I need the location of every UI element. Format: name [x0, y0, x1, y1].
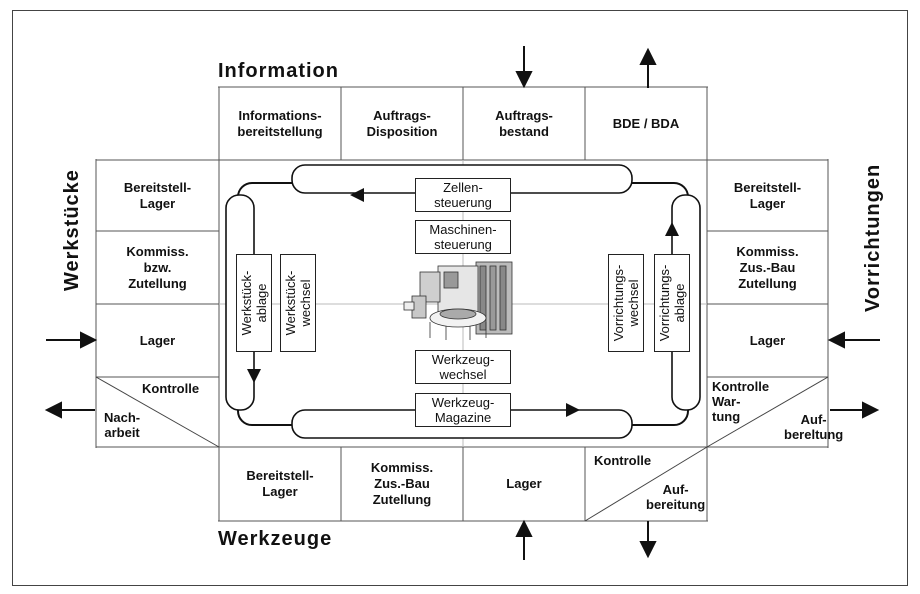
- label-werkstueck-kontrolle: Kontrolle: [142, 381, 200, 396]
- label-vorrichtung-aufbereitung: Auf- bereltung: [784, 412, 844, 442]
- section-information: Information: [218, 60, 339, 82]
- cell-werkstueck-bereitstelllager: Bereitstell- Lager: [123, 179, 192, 211]
- cell-werkzeug-lager: Lager: [506, 476, 542, 491]
- label-werkstueck-nacharbeit: Nach- arbeit: [104, 410, 141, 440]
- cell-informationsbereitstellung: Informations- bereitstellung: [237, 107, 323, 139]
- label-vorrichtungswechsel: Vorrichtungs- wechsel: [611, 264, 641, 342]
- cell-vorrichtung-bereitstelllager: Bereitstell- Lager: [733, 179, 802, 211]
- label-vorrichtung-kontrolle-wartung: Kontrolle War- tung: [712, 379, 770, 424]
- flow-right-arrow: [566, 403, 580, 417]
- box-zellensteuerung: Zellen- steuerung: [415, 178, 511, 212]
- flow-down-arrow: [247, 369, 261, 383]
- cell-auftragsbestand: Auftrags- bestand: [495, 107, 553, 139]
- label-werkzeug-kontrolle: Kontrolle: [594, 453, 652, 468]
- box-werkzeugmagazine: Werkzeug- Magazine: [415, 393, 511, 427]
- section-werkstuecke: Werkstücke: [61, 169, 83, 291]
- box-vorrichtungswechsel: Vorrichtungs- wechsel: [608, 254, 644, 352]
- box-maschinensteuerung: Maschinen- steuerung: [415, 220, 511, 254]
- box-werkstueckwechsel: Werkstück- wechsel: [280, 254, 316, 352]
- label-vorrichtungsablage: Vorrichtungs- ablage: [657, 264, 687, 342]
- machining-cell-icon: [403, 261, 513, 340]
- cell-vorrichtung-lager: Lager: [749, 332, 786, 348]
- cell-werkzeug-bereitstelllager: Bereitstell- Lager: [246, 468, 314, 499]
- flow-up-arrow: [665, 222, 679, 236]
- left-split-diagonal: [95, 376, 220, 448]
- section-werkzeuge: Werkzeuge: [218, 528, 333, 550]
- section-vorrichtungen: Vorrichtungen: [862, 163, 884, 312]
- flow-left-arrow: [350, 188, 364, 202]
- label-werkstueckablage: Werkstück- ablage: [239, 270, 269, 336]
- cell-auftragsdisposition: Auftrags- Disposition: [366, 107, 438, 139]
- cell-werkstueck-kommissionierung: Kommiss. bzw. Zutellung: [126, 243, 189, 291]
- cell-werkzeug-kommissionierung: Kommiss. Zus.-Bau Zutellung: [370, 460, 434, 507]
- label-werkstueckwechsel: Werkstück- wechsel: [283, 270, 313, 336]
- cell-werkstueck-lager: Lager: [139, 332, 176, 348]
- box-werkzeugwechsel: Werkzeug- wechsel: [415, 350, 511, 384]
- right-split-diagonal: [706, 376, 829, 448]
- box-werkstueckablage: Werkstück- ablage: [236, 254, 272, 352]
- diagram-frame: [12, 10, 908, 586]
- label-werkzeug-aufbereitung: Auf- bereitung: [646, 482, 706, 512]
- cell-bde-bda: BDE / BDA: [612, 115, 680, 131]
- cell-vorrichtung-kommissionierung: Kommiss. Zus.-Bau Zutellung: [736, 243, 799, 291]
- external-arrows: [44, 46, 880, 560]
- bottom-split-diagonal: [584, 446, 708, 522]
- box-vorrichtungsablage: Vorrichtungs- ablage: [654, 254, 690, 352]
